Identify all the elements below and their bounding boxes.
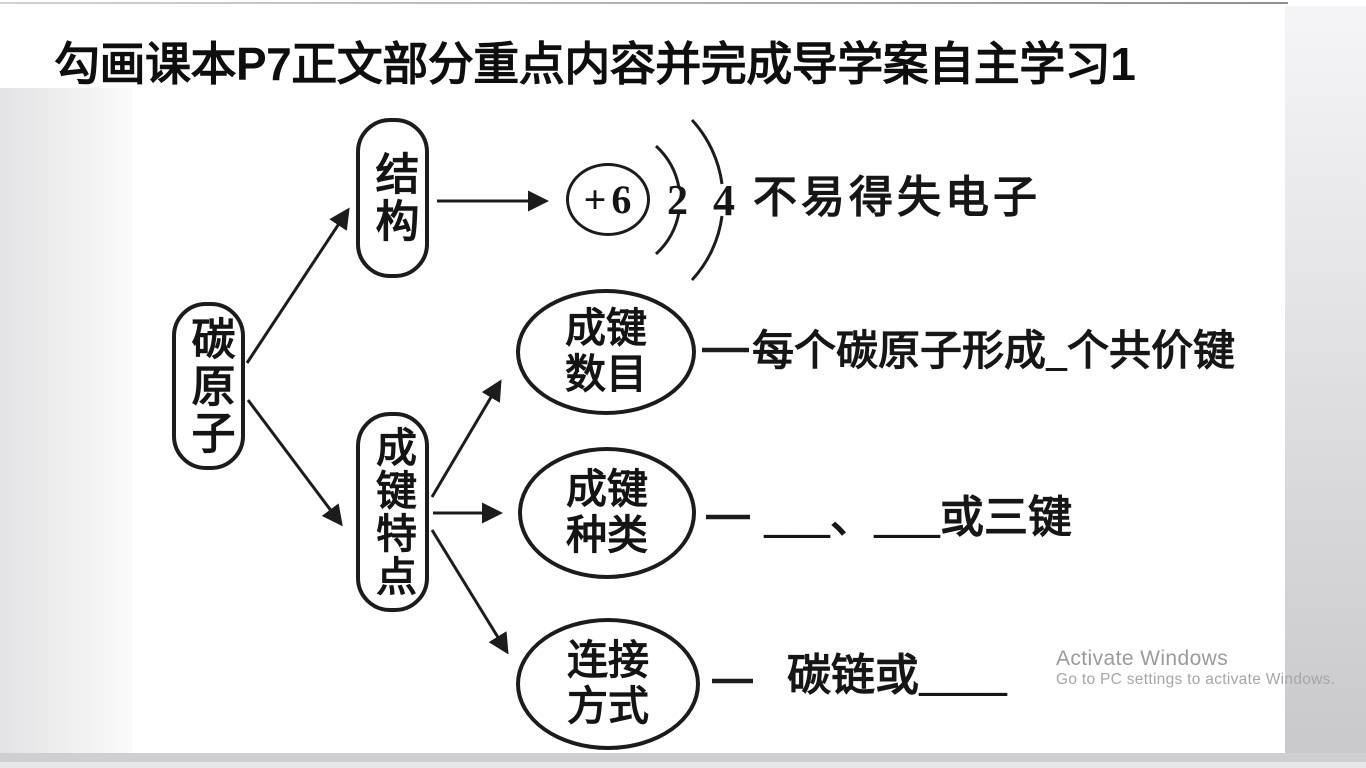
nucleus-charge-label: +6 bbox=[583, 177, 637, 222]
node-structure: 结构 bbox=[356, 118, 429, 278]
connection-note: 碳链或____ bbox=[787, 651, 1007, 700]
node-bond-count-label: 成键 数目 bbox=[565, 305, 647, 397]
left-margin-band bbox=[0, 88, 132, 753]
slide-title: 勾画课本P7正文部分重点内容并完成导学案自主学习1 bbox=[54, 38, 1136, 90]
node-carbon-atom-label: 碳原子 bbox=[184, 315, 234, 457]
outer-shell-arc-bottom bbox=[690, 215, 724, 282]
node-connection: 连接 方式 bbox=[516, 618, 700, 750]
node-connection-label: 连接 方式 bbox=[567, 637, 649, 729]
top-border-line bbox=[0, 2, 1288, 4]
bottom-bar-light bbox=[0, 762, 1366, 768]
outer-shell-arc-top bbox=[690, 118, 724, 185]
arrow-bonding-to-connection bbox=[430, 529, 509, 655]
nucleus-circle: +6 bbox=[566, 163, 650, 236]
watermark-activate-windows-sub: Go to PC settings to activate Windows. bbox=[1056, 671, 1336, 688]
node-bond-type-label: 成键 种类 bbox=[566, 466, 648, 558]
watermark-activate-windows: Activate Windows bbox=[1056, 647, 1229, 670]
arrow-bonding-to-bond-count bbox=[430, 379, 502, 498]
node-bonding-features: 成键特点 bbox=[356, 412, 429, 612]
arrow-carbon-to-structure bbox=[245, 207, 350, 364]
bond-type-note: ___、___或三键 bbox=[764, 493, 1072, 542]
arrow-carbon-to-bonding bbox=[246, 399, 343, 527]
bottom-bar bbox=[0, 753, 1366, 762]
outer-shell-electron-count: 4 bbox=[713, 176, 735, 225]
node-bonding-features-label: 成键特点 bbox=[369, 426, 416, 598]
node-bond-type: 成键 种类 bbox=[518, 447, 696, 579]
inner-shell-electron-count: 2 bbox=[667, 178, 688, 224]
node-carbon-atom: 碳原子 bbox=[172, 302, 245, 470]
node-bond-count: 成键 数目 bbox=[516, 289, 696, 415]
node-structure-label: 结构 bbox=[368, 151, 418, 245]
right-margin-band bbox=[1285, 6, 1366, 753]
bond-count-note: 每个碳原子形成_个共价键 bbox=[752, 329, 1236, 375]
structure-note: 不易得失电子 bbox=[753, 173, 1041, 222]
